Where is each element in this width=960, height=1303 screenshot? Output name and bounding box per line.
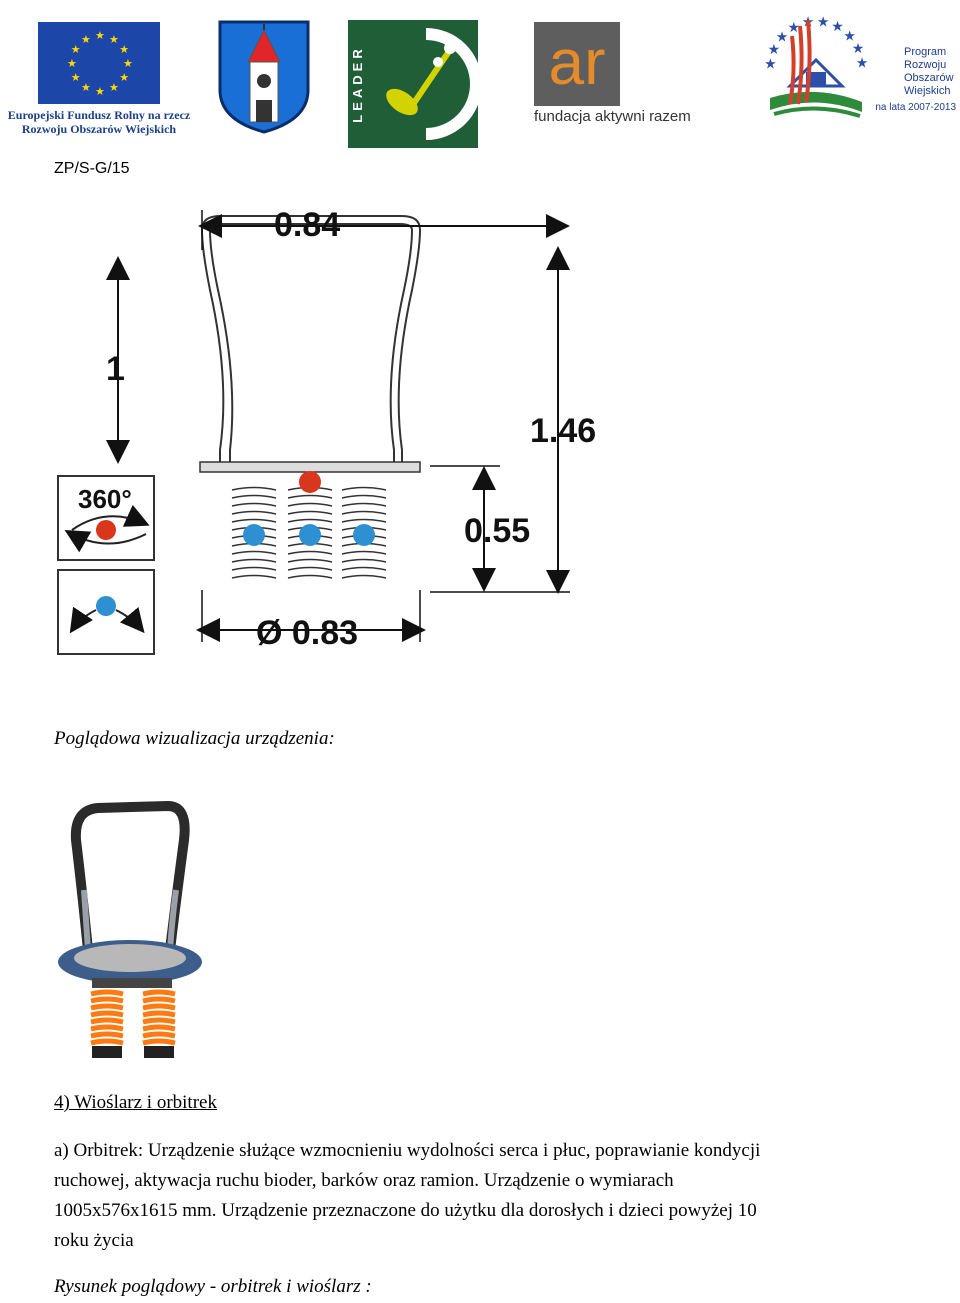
eu-star-icon: ★ [109, 82, 119, 94]
ar-mark: ar [548, 26, 606, 98]
prow-emblem-icon: ★★★★★★★★★★ [764, 16, 869, 118]
prow-star-icon: ★ [764, 58, 777, 73]
description-line-4: roku życia [54, 1230, 134, 1251]
blue-ball-1 [243, 524, 265, 546]
prow-line-2: Rozwoju [904, 59, 947, 71]
dim-top-width: 0.84 [274, 206, 340, 244]
blue-ball-3 [353, 524, 375, 546]
leader-mark-icon [368, 20, 478, 148]
eu-star-icon: ★ [95, 30, 105, 42]
dim-total-height: 1.46 [530, 412, 596, 450]
platform [199, 461, 421, 473]
handle-frame [201, 215, 421, 462]
description-line-1: a) Orbitrek: Urządzenie służące wzmocnie… [54, 1140, 761, 1161]
description: a) Orbitrek: Urządzenie służące wzmocnie… [54, 1136, 934, 1256]
prow-line-4: Wiejskich [904, 85, 951, 97]
leader-text: LEADER [350, 45, 365, 123]
rotate-360-label: 360° [78, 484, 132, 514]
tilt-icon [57, 569, 155, 655]
prow-logo: ★★★★★★★★★★ Program Rozwoju Obszarów Wiej… [760, 6, 956, 126]
dim-diameter: Ø 0.83 [256, 614, 358, 652]
technical-drawing: 0.84 1 1.46 0.55 Ø 0.83 360° [57, 206, 596, 655]
eu-flag-icon: ★★★★★★★★★★★★ [38, 22, 160, 104]
eu-star-icon: ★ [67, 58, 77, 70]
rotate-360-icon: 360° [57, 475, 155, 561]
dim-handle-height: 1 [106, 350, 125, 388]
description-line-2: ruchowej, aktywacja ruchu bioder, barków… [54, 1170, 674, 1191]
reference-code: ZP/S-G/15 [54, 160, 130, 177]
leader-logo: LEADER [348, 20, 478, 148]
eu-caption-line2: Rozwoju Obszarów Wiejskich [21, 122, 177, 136]
ar-logo: ar fundacja aktywni razem [532, 20, 728, 130]
prow-star-icon: ★ [788, 21, 801, 36]
coat-of-arms-icon [218, 20, 310, 134]
prow-line-1: Program [904, 46, 947, 58]
render-spring [90, 989, 124, 1046]
prow-star-icon: ★ [856, 56, 869, 71]
description-line-3: 1005x576x1615 mm. Urządzenie przeznaczon… [54, 1200, 757, 1221]
eu-star-icon: ★ [123, 58, 133, 70]
figure-caption: Rysunek poglądowy - orbitrek i wioślarz … [54, 1276, 372, 1297]
orbitrek-render [58, 800, 202, 1058]
prow-star-icon: ★ [776, 30, 789, 45]
render-spring [142, 989, 176, 1046]
blue-ball-2 [299, 524, 321, 546]
red-ball [299, 471, 321, 493]
prow-star-icon: ★ [817, 16, 830, 31]
prow-star-icon: ★ [831, 20, 844, 35]
prow-star-icon: ★ [768, 43, 781, 58]
dim-spring-height: 0.55 [464, 512, 530, 550]
visualization-caption: Poglądowa wizualizacja urządzenia: [54, 728, 335, 749]
section-heading: 4) Wioślarz i orbitrek [54, 1092, 217, 1113]
eu-logo: ★★★★★★★★★★★★ Europejski Fundusz Rolny na… [6, 18, 192, 136]
prow-star-icon: ★ [852, 42, 865, 57]
prow-star-icon: ★ [843, 29, 856, 44]
prow-line-3: Obszarów [904, 72, 954, 84]
ar-caption: fundacja aktywni razem [534, 108, 691, 125]
eu-caption-line1: Europejski Fundusz Rolny na rzecz [7, 108, 191, 122]
eu-star-icon: ★ [81, 82, 91, 94]
eu-star-icon: ★ [81, 34, 91, 46]
eu-star-icon: ★ [119, 44, 129, 56]
prow-period: na lata 2007-2013 [875, 102, 956, 113]
eu-star-icon: ★ [71, 44, 81, 56]
eu-star-icon: ★ [95, 86, 105, 98]
eu-star-icon: ★ [119, 72, 129, 84]
eu-star-icon: ★ [109, 34, 119, 46]
eu-star-icon: ★ [71, 72, 81, 84]
ar-box: ar [534, 22, 620, 106]
